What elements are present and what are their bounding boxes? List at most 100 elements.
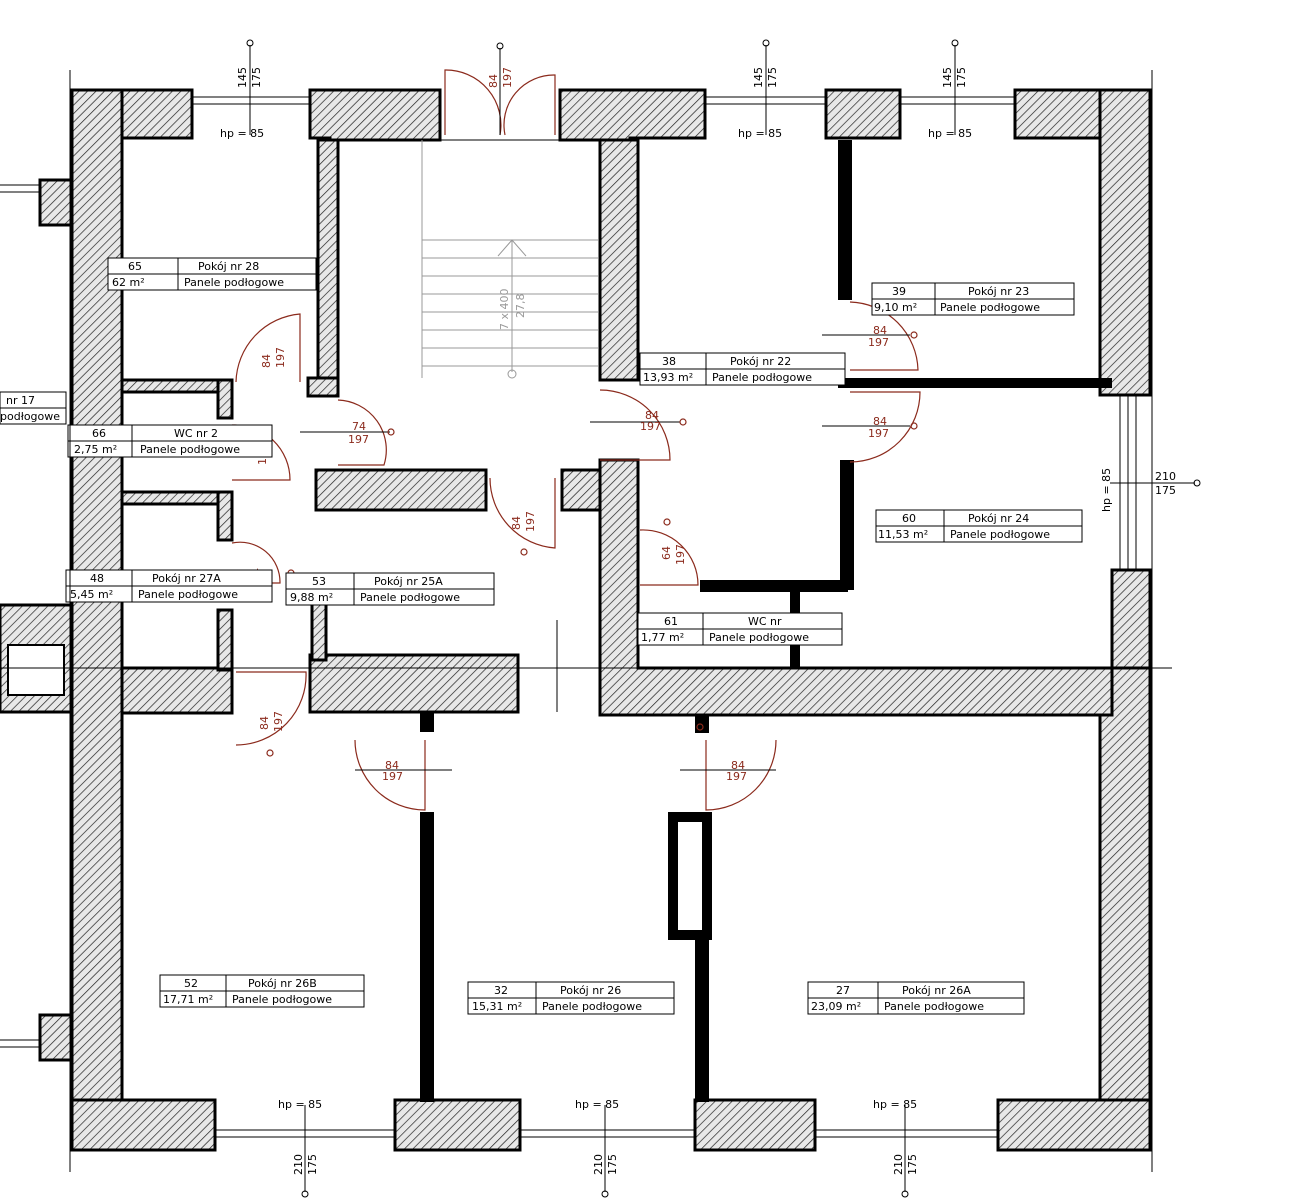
svg-text:Pokój nr 27A: Pokój nr 27A [152,572,221,585]
svg-text:84: 84 [873,324,887,337]
room-label-17: nr 17 podłogowe [0,391,67,425]
svg-text:197: 197 [348,433,369,446]
svg-text:Panele podłogowe: Panele podłogowe [940,301,1040,314]
svg-text:84: 84 [873,415,887,428]
svg-text:hp = 85: hp = 85 [575,1098,619,1111]
interior-walls [120,138,1114,1102]
svg-text:9,88 m²: 9,88 m² [290,591,333,604]
svg-text:Panele podłogowe: Panele podłogowe [360,591,460,604]
staircase: 7 x 400 27,8 [421,140,598,379]
svg-text:13,93 m²: 13,93 m² [643,371,693,384]
svg-text:9,10 m²: 9,10 m² [874,301,917,314]
svg-text:Pokój nr 23: Pokój nr 23 [968,285,1029,298]
svg-text:39: 39 [892,285,906,298]
svg-text:175: 175 [606,1154,619,1175]
svg-text:27: 27 [836,984,850,997]
svg-text:197: 197 [272,711,285,732]
svg-text:145: 145 [941,67,954,88]
room-label-wc-2: 66 WC nr 2 2,75 m² Panele podłogowe [67,424,273,458]
svg-text:53: 53 [312,575,326,588]
room-label-26b: 52 Pokój nr 26B 17,71 m² Panele podłogow… [159,974,365,1008]
svg-text:84: 84 [487,74,500,88]
svg-text:197: 197 [501,67,514,88]
window-dims-top: 145 175 hp = 85 145 175 hp = 85 145 175 … [220,39,972,140]
svg-text:Panele podłogowe: Panele podłogowe [712,371,812,384]
svg-text:48: 48 [90,572,104,585]
svg-text:WC nr 2: WC nr 2 [174,427,218,440]
svg-text:hp = 85: hp = 85 [278,1098,322,1111]
svg-text:WC nr: WC nr [748,615,782,628]
svg-text:210: 210 [1155,470,1176,483]
room-label-26a: 27 Pokój nr 26A 23,09 m² Panele podłogow… [807,981,1025,1015]
svg-text:197: 197 [640,420,661,433]
svg-text:1,77 m²: 1,77 m² [641,631,684,644]
svg-text:84: 84 [260,354,273,368]
svg-text:Pokój nr 28: Pokój nr 28 [198,260,259,273]
svg-text:Panele podłogowe: Panele podłogowe [140,443,240,456]
svg-text:38: 38 [662,355,676,368]
room-label-24: 60 Pokój nr 24 11,53 m² Panele podłogowe [875,509,1083,543]
svg-text:2,75 m²: 2,75 m² [74,443,117,456]
svg-text:175: 175 [906,1154,919,1175]
room-label-23: 39 Pokój nr 23 9,10 m² Panele podłogowe [871,282,1075,316]
svg-text:Pokój nr 26B: Pokój nr 26B [248,977,317,990]
svg-text:Panele podłogowe: Panele podłogowe [232,993,332,1006]
svg-text:66: 66 [92,427,106,440]
svg-text:Panele podłogowe: Panele podłogowe [709,631,809,644]
svg-text:60: 60 [902,512,916,525]
svg-text:145: 145 [752,67,765,88]
svg-text:Pokój nr 24: Pokój nr 24 [968,512,1029,525]
svg-text:7 x 400: 7 x 400 [498,289,511,331]
svg-text:197: 197 [726,770,747,783]
svg-text:175: 175 [306,1154,319,1175]
svg-text:hp = 85: hp = 85 [1100,468,1113,512]
svg-text:Pokój nr 22: Pokój nr 22 [730,355,791,368]
svg-text:hp = 85: hp = 85 [220,127,264,140]
frame-lines [0,70,1172,1172]
svg-text:17,71 m²: 17,71 m² [163,993,213,1006]
svg-text:175: 175 [250,67,263,88]
svg-text:84: 84 [645,409,659,422]
room-label-22: 38 Pokój nr 22 13,93 m² Panele podłogowe [639,352,846,386]
svg-text:nr 17: nr 17 [6,394,35,407]
svg-text:Panele podłogowe: Panele podłogowe [138,588,238,601]
svg-text:hp = 85: hp = 85 [928,127,972,140]
room-label-25a: 53 Pokój nr 25A 9,88 m² Panele podłogowe [285,572,495,606]
svg-text:175: 175 [766,67,779,88]
svg-text:65: 65 [128,260,142,273]
window-dims-bottom: 210 175 hp = 85 210 175 hp = 85 210 175 … [278,468,1201,1198]
svg-text:210: 210 [892,1154,905,1175]
svg-text:210: 210 [592,1154,605,1175]
svg-text:Pokój nr 25A: Pokój nr 25A [374,575,443,588]
svg-text:11,53 m²: 11,53 m² [878,528,928,541]
svg-text:84: 84 [731,759,745,772]
svg-text:197: 197 [274,347,287,368]
svg-text:23,09 m²: 23,09 m² [811,1000,861,1013]
svg-text:Panele podłogowe: Panele podłogowe [950,528,1050,541]
svg-text:hp = 85: hp = 85 [738,127,782,140]
svg-text:64: 64 [660,546,673,560]
svg-text:197: 197 [868,336,889,349]
svg-text:hp = 85: hp = 85 [873,1098,917,1111]
svg-text:197: 197 [674,544,687,565]
svg-text:Pokój nr 26: Pokój nr 26 [560,984,621,997]
svg-text:Panele podłogowe: Panele podłogowe [184,276,284,289]
svg-text:15,31 m²: 15,31 m² [472,1000,522,1013]
svg-text:84: 84 [510,516,523,530]
svg-text:5,45 m²: 5,45 m² [70,588,113,601]
exterior-walls [0,88,1152,1152]
svg-text:145: 145 [236,67,249,88]
svg-text:210: 210 [292,1154,305,1175]
room-label-28: 65 Pokój nr 28 62 m² Panele podłogowe [107,257,317,291]
svg-text:62 m²: 62 m² [112,276,145,289]
svg-text:podłogowe: podłogowe [0,410,60,423]
svg-text:84: 84 [258,716,271,730]
svg-text:Panele podłogowe: Panele podłogowe [884,1000,984,1013]
svg-text:27,8: 27,8 [514,294,527,319]
svg-text:175: 175 [955,67,968,88]
svg-text:32: 32 [494,984,508,997]
room-label-26: 32 Pokój nr 26 15,31 m² Panele podłogowe [467,981,675,1015]
svg-text:Pokój nr 26A: Pokój nr 26A [902,984,971,997]
svg-text:61: 61 [664,615,678,628]
